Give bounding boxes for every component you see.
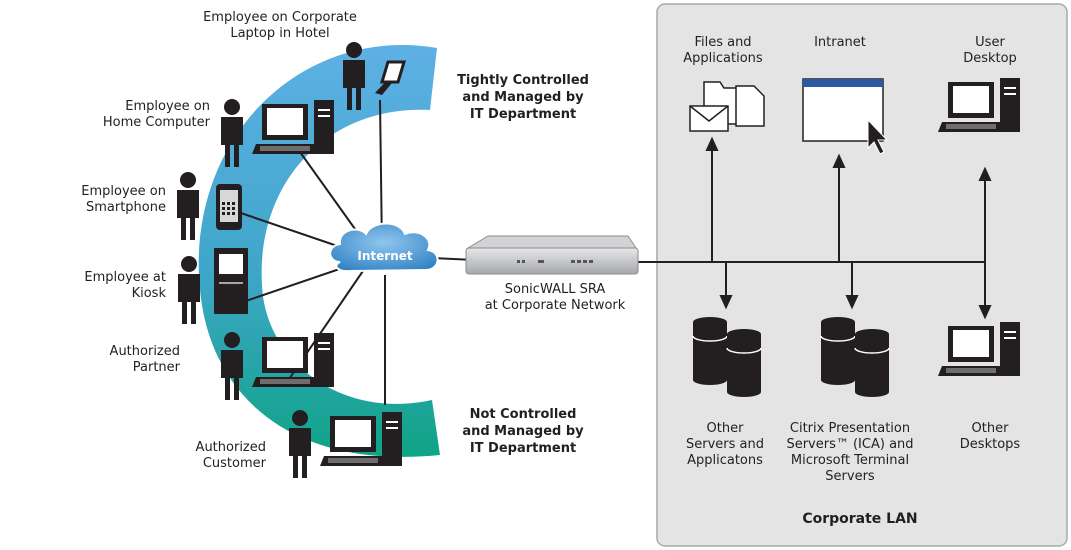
files-envelope-icon: [689, 81, 765, 132]
smartphone-user-icon: [177, 172, 242, 240]
files-label: Files and Applications: [683, 35, 763, 66]
customer-user-icon: [289, 410, 402, 478]
other-desktops-icon: [938, 322, 1020, 376]
customer-user-label: Authorized Customer: [195, 440, 266, 471]
corporate-lan-title: Corporate LAN: [802, 511, 918, 527]
not-controlled-zone-label: Not Controlled and Managed by IT Departm…: [462, 407, 584, 456]
hotel-user-label: Employee on Corporate Laptop in Hotel: [203, 10, 357, 41]
user-desktop-label: User Desktop: [963, 35, 1017, 66]
other-desktops-label: Other Desktops: [959, 421, 1021, 452]
user-desktop-icon: [938, 78, 1020, 132]
partner-user-label: Authorized Partner: [109, 344, 180, 375]
home-user-label: Employee on Home Computer: [102, 99, 210, 130]
internet-label: Internet: [357, 249, 413, 263]
smartphone-user-label: Employee on Smartphone: [81, 184, 166, 215]
browser-window-icon: [802, 78, 889, 155]
citrix-servers-label: Citrix Presentation Servers™ (ICA) and M…: [786, 421, 914, 484]
internet-cloud-icon: [329, 222, 439, 273]
sonicwall-appliance-icon: [465, 235, 639, 275]
controlled-zone-label: Tightly Controlled and Managed by IT Dep…: [457, 73, 589, 122]
intranet-label: Intranet: [814, 35, 866, 50]
corporate-lan-panel: [656, 3, 1068, 547]
kiosk-user-label: Employee at Kiosk: [84, 270, 166, 301]
lan-arrows: [705, 136, 992, 320]
hotel-user-icon: [343, 42, 407, 110]
sonicwall-label: SonicWALL SRA at Corporate Network: [484, 282, 626, 313]
kiosk-user-icon: [178, 248, 248, 324]
other-servers-label: Other Servers and Applicatons: [686, 421, 764, 468]
